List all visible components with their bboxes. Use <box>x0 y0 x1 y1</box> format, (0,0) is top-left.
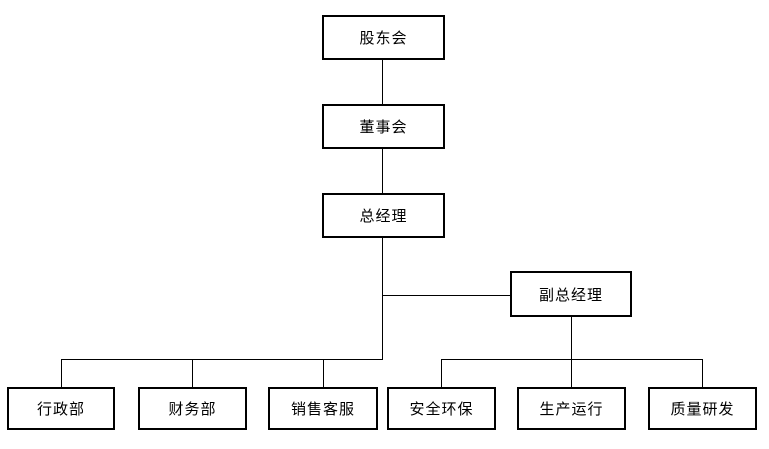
node-admin-dept-label: 行政部 <box>36 401 85 418</box>
connector-drop-finance <box>192 359 193 387</box>
node-general-manager[interactable]: 总经理 <box>322 193 445 238</box>
node-safety-env-dept-label: 安全环保 <box>409 401 474 418</box>
node-quality-rd-dept[interactable]: 质量研发 <box>648 387 757 430</box>
node-sales-service-dept[interactable]: 销售客服 <box>268 387 378 430</box>
node-shareholders-label: 股东会 <box>359 30 408 47</box>
node-deputy-general-manager-label: 副总经理 <box>538 286 603 304</box>
node-board-label: 董事会 <box>359 119 408 136</box>
node-finance-dept-label: 财务部 <box>168 401 217 418</box>
node-general-manager-label: 总经理 <box>359 208 408 225</box>
connector-gm-deputy <box>383 295 510 296</box>
connector-bus-left <box>61 359 383 360</box>
connector-gm-trunk <box>382 238 383 360</box>
connector-bus-right <box>441 359 703 360</box>
connector-drop-sales <box>323 359 324 387</box>
node-admin-dept[interactable]: 行政部 <box>7 387 115 430</box>
connector-shareholders-board <box>382 60 383 104</box>
node-shareholders[interactable]: 股东会 <box>322 15 445 60</box>
node-deputy-general-manager[interactable]: 副总经理 <box>510 271 632 317</box>
node-production-ops-dept-label: 生产运行 <box>539 401 604 418</box>
node-quality-rd-dept-label: 质量研发 <box>670 401 735 418</box>
connector-drop-safety <box>441 359 442 387</box>
connector-drop-quality <box>702 359 703 387</box>
node-safety-env-dept[interactable]: 安全环保 <box>387 387 496 430</box>
connector-deputy-trunk <box>571 317 572 360</box>
node-sales-service-dept-label: 销售客服 <box>290 401 355 418</box>
node-finance-dept[interactable]: 财务部 <box>138 387 247 430</box>
connector-board-gm <box>382 149 383 193</box>
node-board[interactable]: 董事会 <box>322 104 445 149</box>
connector-drop-admin <box>61 359 62 387</box>
node-production-ops-dept[interactable]: 生产运行 <box>517 387 626 430</box>
connector-drop-production <box>571 359 572 387</box>
